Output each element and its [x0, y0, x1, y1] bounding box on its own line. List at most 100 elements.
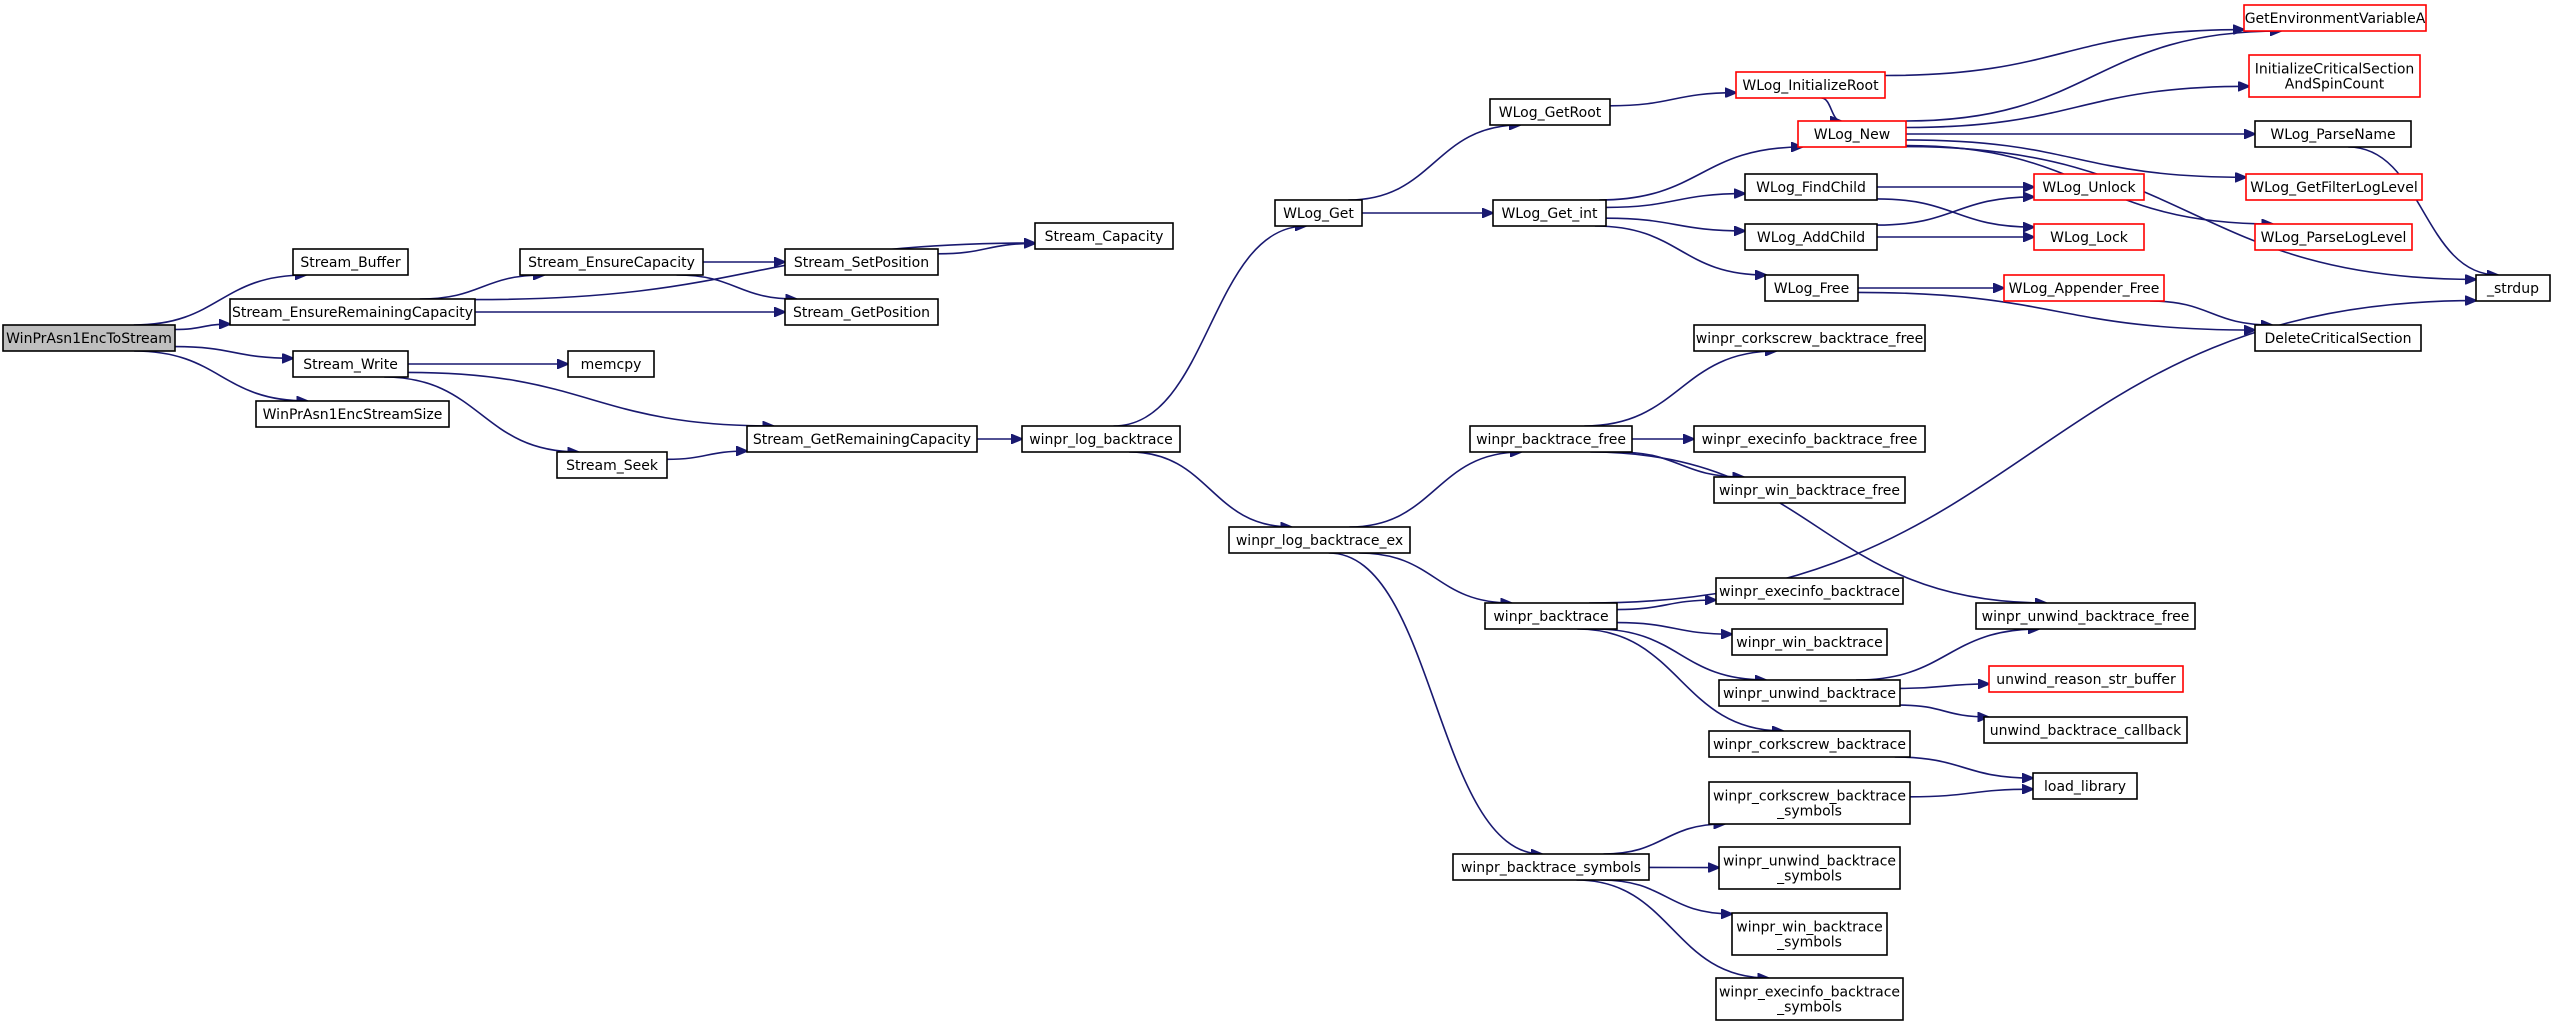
node-box — [255, 400, 450, 428]
node-box — [1489, 98, 1611, 126]
node-get-environment-variable-a[interactable]: GetEnvironmentVariableA — [2243, 4, 2427, 32]
node-stream-capacity[interactable]: Stream_Capacity — [1034, 222, 1174, 250]
edge-line — [1905, 145, 2476, 280]
node-box — [1034, 222, 1174, 250]
node-label: winpr_backtrace — [1493, 609, 1608, 625]
node-box — [1988, 665, 2184, 693]
node-wlog-get-int[interactable]: WLog_Get_int — [1492, 199, 1607, 227]
edge-line — [2348, 146, 2498, 275]
edge-wlog_new-to-initialize_critical_section — [1905, 86, 2249, 129]
node-label: WinPrAsn1EncToStream — [6, 331, 172, 347]
node-memcpy[interactable]: memcpy — [567, 350, 655, 378]
node-box — [1715, 977, 1904, 1021]
node-box — [1718, 846, 1901, 890]
node-unwind-backtrace-callback[interactable]: unwind_backtrace_callback — [1983, 716, 2188, 744]
edge-winpr_backtrace-to-winpr_win_backtrace — [1616, 621, 1732, 635]
node-winpr-asn1-enc-to-stream[interactable]: WinPrAsn1EncToStream — [2, 324, 176, 352]
node-label: winpr_corkscrew_backtrace — [1713, 789, 1906, 805]
node-winpr-backtrace-symbols[interactable]: winpr_backtrace_symbols — [1452, 853, 1650, 881]
node-label: WinPrAsn1EncStreamSize — [263, 407, 443, 423]
edge-wlog_get_int-to-wlog_find_child — [1605, 194, 1745, 209]
node-box — [2243, 4, 2427, 32]
node-wlog-appender-free[interactable]: WLog_Appender_Free — [2003, 274, 2165, 302]
node-stream-set-position[interactable]: Stream_SetPosition — [784, 248, 939, 276]
node-winpr-execinfo-backtrace[interactable]: winpr_execinfo_backtrace — [1715, 577, 1904, 605]
node-box — [2475, 274, 2551, 302]
node-label: winpr_win_backtrace_free — [1719, 483, 1900, 499]
node-box — [1021, 425, 1181, 453]
edge-winpr_unwind_backtrace-to-unwind_reason_str_buffer — [1899, 684, 1989, 690]
edge-line — [676, 274, 797, 299]
node-stream-ensure-capacity[interactable]: Stream_EnsureCapacity — [519, 248, 704, 276]
node-stream-get-position[interactable]: Stream_GetPosition — [784, 298, 939, 326]
node-delete-critical-section[interactable]: DeleteCriticalSection — [2254, 324, 2422, 352]
node-wlog-add-child[interactable]: WLog_AddChild — [1744, 223, 1878, 251]
edge-winpr_log_backtrace_ex-to-winpr_backtrace_free — [1349, 452, 1521, 528]
node-box — [1452, 853, 1650, 881]
node-unwind-reason-str-buffer[interactable]: unwind_reason_str_buffer — [1988, 665, 2184, 693]
node-stream-write[interactable]: Stream_Write — [292, 350, 409, 378]
node-stream-get-remaining-capacity[interactable]: Stream_GetRemainingCapacity — [746, 425, 978, 453]
node-label: Stream_EnsureCapacity — [528, 255, 695, 271]
edge-stream_seek-to-stream_get_remaining_capacity — [666, 451, 747, 461]
node-box — [1718, 679, 1901, 707]
node-box — [1744, 173, 1878, 201]
node-box — [1708, 781, 1911, 825]
node-wlog-get[interactable]: WLog_Get — [1274, 199, 1363, 227]
node-box — [567, 350, 655, 378]
node-wlog-parse-log-level[interactable]: WLog_ParseLogLevel — [2254, 223, 2413, 251]
node-wlog-initialize-root[interactable]: WLog_InitializeRoot — [1735, 71, 1886, 99]
edge-stream_ensure_capacity-to-stream_get_position — [676, 274, 797, 299]
node-winpr-unwind-backtrace-symbols[interactable]: winpr_unwind_backtrace_symbols — [1718, 846, 1901, 890]
node-stream-ensure-remaining-capacity[interactable]: Stream_EnsureRemainingCapacity — [229, 298, 476, 326]
node-winpr-log-backtrace[interactable]: winpr_log_backtrace — [1021, 425, 1181, 453]
node-stream-buffer[interactable]: Stream_Buffer — [292, 248, 409, 276]
node-wlog-unlock[interactable]: WLog_Unlock — [2033, 173, 2145, 201]
edge-line — [1884, 30, 2244, 77]
edge-line — [419, 275, 544, 300]
node-label: winpr_win_backtrace — [1736, 635, 1882, 651]
node-winpr-execinfo-backtrace-symbols[interactable]: winpr_execinfo_backtrace_symbols — [1715, 977, 1904, 1021]
node-strdup[interactable]: _strdup — [2475, 274, 2551, 302]
edge-winpr_log_backtrace-to-winpr_log_backtrace_ex — [1129, 451, 1291, 527]
node-label: Stream_GetRemainingCapacity — [753, 432, 971, 448]
edge-line — [1876, 198, 2034, 227]
node-label: winpr_unwind_backtrace — [1723, 854, 1896, 870]
node-wlog-get-filter-log-level[interactable]: WLog_GetFilterLogLevel — [2245, 173, 2423, 201]
node-winpr-asn1-enc-stream-size[interactable]: WinPrAsn1EncStreamSize — [255, 400, 450, 428]
node-winpr-corkscrew-backtrace-symbols[interactable]: winpr_corkscrew_backtrace_symbols — [1708, 781, 1911, 825]
node-wlog-get-root[interactable]: WLog_GetRoot — [1489, 98, 1611, 126]
node-winpr-log-backtrace-ex[interactable]: winpr_log_backtrace_ex — [1228, 526, 1411, 554]
node-load-library[interactable]: load_library — [2032, 772, 2138, 800]
node-box — [1492, 199, 1607, 227]
edge-line — [1129, 451, 1291, 527]
node-box — [1983, 716, 2188, 744]
edge-stream_ensure_remaining_capacity-to-stream_ensure_capacity — [419, 275, 544, 300]
node-winpr-corkscrew-backtrace[interactable]: winpr_corkscrew_backtrace — [1708, 730, 1911, 758]
node-winpr-execinfo-backtrace-free[interactable]: winpr_execinfo_backtrace_free — [1693, 425, 1926, 453]
node-winpr-unwind-backtrace[interactable]: winpr_unwind_backtrace — [1718, 679, 1901, 707]
edge-line — [1821, 97, 1842, 121]
edge-line — [1594, 628, 1766, 680]
node-wlog-lock[interactable]: WLog_Lock — [2033, 223, 2145, 251]
node-stream-seek[interactable]: Stream_Seek — [556, 451, 668, 479]
node-wlog-parse-name[interactable]: WLog_ParseName — [2254, 120, 2412, 148]
node-winpr-backtrace-free[interactable]: winpr_backtrace_free — [1469, 425, 1633, 453]
edge-winpr_backtrace_free-to-winpr_corkscrew_backtrace_free — [1584, 351, 1776, 427]
edge-line — [1348, 125, 1520, 201]
node-wlog-find-child[interactable]: WLog_FindChild — [1744, 173, 1878, 201]
node-winpr-win-backtrace-symbols[interactable]: winpr_win_backtrace_symbols — [1731, 912, 1888, 956]
node-label: unwind_backtrace_callback — [1990, 723, 2182, 739]
node-winpr-win-backtrace[interactable]: winpr_win_backtrace — [1731, 628, 1888, 656]
node-wlog-new[interactable]: WLog_New — [1797, 120, 1907, 148]
node-box — [746, 425, 978, 453]
node-winpr-win-backtrace-free[interactable]: winpr_win_backtrace_free — [1713, 476, 1906, 504]
node-box — [1764, 274, 1859, 302]
node-box — [2033, 223, 2145, 251]
node-winpr-backtrace[interactable]: winpr_backtrace — [1484, 602, 1618, 630]
edge-line — [1359, 552, 1511, 603]
node-winpr-unwind-backtrace-free[interactable]: winpr_unwind_backtrace_free — [1975, 602, 2196, 630]
node-wlog-free[interactable]: WLog_Free — [1764, 274, 1859, 302]
node-winpr-corkscrew-backtrace-free[interactable]: winpr_corkscrew_backtrace_free — [1693, 324, 1926, 352]
